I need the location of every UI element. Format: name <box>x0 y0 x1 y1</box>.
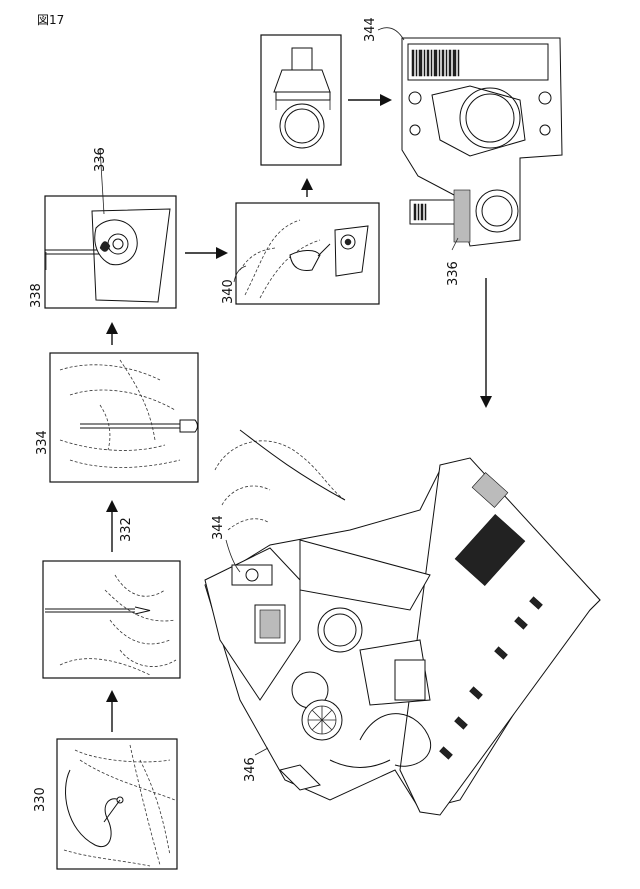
label-336-bottom: 336 <box>446 261 461 286</box>
panel-vial <box>261 35 341 165</box>
label-330: 330 <box>33 787 48 812</box>
label-334: 334 <box>35 430 50 455</box>
label-344-mid: 344 <box>211 515 226 540</box>
label-340: 340 <box>221 279 236 304</box>
instrument-346 <box>205 430 600 815</box>
panel-330 <box>57 739 177 869</box>
panel-334 <box>50 353 198 482</box>
panel-340 <box>236 203 379 304</box>
label-346: 346 <box>243 757 258 782</box>
panel-338 <box>45 196 176 308</box>
label-344-top: 344 <box>363 17 378 42</box>
panel-332 <box>43 561 180 678</box>
label-332: 332 <box>119 517 134 542</box>
gear-wheel <box>308 706 336 734</box>
cartridge-344 <box>402 38 562 246</box>
figure-title: 図17 <box>37 13 64 27</box>
label-336-top: 336 <box>93 147 108 172</box>
label-338: 338 <box>29 283 44 308</box>
